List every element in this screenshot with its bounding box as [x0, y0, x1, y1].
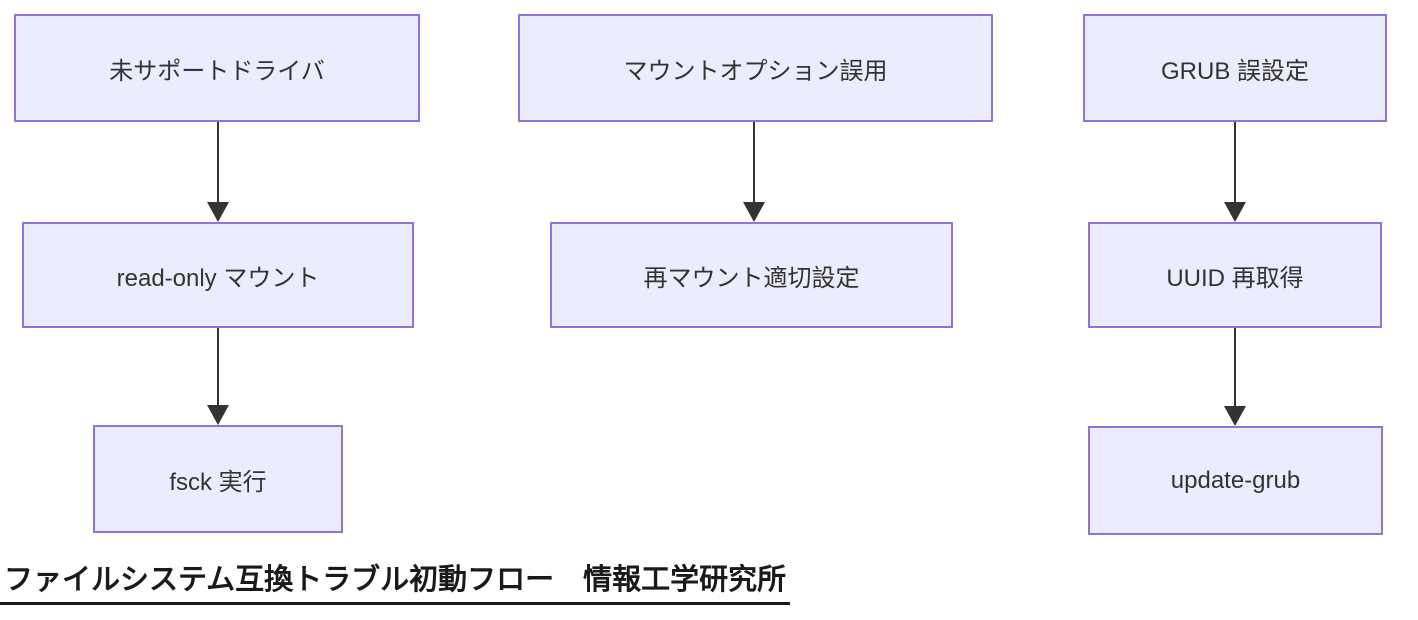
arrow-head	[207, 405, 229, 425]
node-remount-proper-config: 再マウント適切設定	[550, 222, 953, 328]
arrow-line	[217, 122, 219, 202]
arrow-head	[743, 202, 765, 222]
arrow-head	[1224, 202, 1246, 222]
arrow-line	[217, 328, 219, 405]
arrow-line	[1234, 122, 1236, 202]
flow-arrow-down-icon	[1224, 328, 1246, 426]
arrow-line	[753, 122, 755, 202]
flow-arrow-down-icon	[743, 122, 765, 222]
node-label: 再マウント適切設定	[643, 264, 860, 292]
node-grub-misconfig: GRUB 誤設定	[1083, 14, 1387, 122]
node-label: fsck 実行	[169, 468, 267, 496]
node-label: read-only マウント	[116, 264, 320, 292]
node-mount-option-misuse: マウントオプション誤用	[518, 14, 993, 122]
node-update-grub: update-grub	[1088, 426, 1383, 535]
flow-arrow-down-icon	[207, 122, 229, 222]
node-uuid-refetch: UUID 再取得	[1088, 222, 1382, 328]
node-label: マウントオプション誤用	[623, 57, 888, 85]
node-label: 未サポートドライバ	[109, 57, 325, 85]
node-unsupported-driver: 未サポートドライバ	[14, 14, 420, 122]
node-label: UUID 再取得	[1166, 264, 1304, 292]
arrow-head	[1224, 406, 1246, 426]
flow-arrow-down-icon	[1224, 122, 1246, 222]
node-read-only-mount: read-only マウント	[22, 222, 414, 328]
arrow-head	[207, 202, 229, 222]
node-label: update-grub	[1170, 466, 1301, 494]
flow-arrow-down-icon	[207, 328, 229, 425]
arrow-line	[1234, 328, 1236, 406]
node-fsck-run: fsck 実行	[93, 425, 343, 533]
node-label: GRUB 誤設定	[1160, 57, 1309, 85]
diagram-title: ファイルシステム互換トラブル初動フロー 情報工学研究所	[0, 556, 791, 605]
